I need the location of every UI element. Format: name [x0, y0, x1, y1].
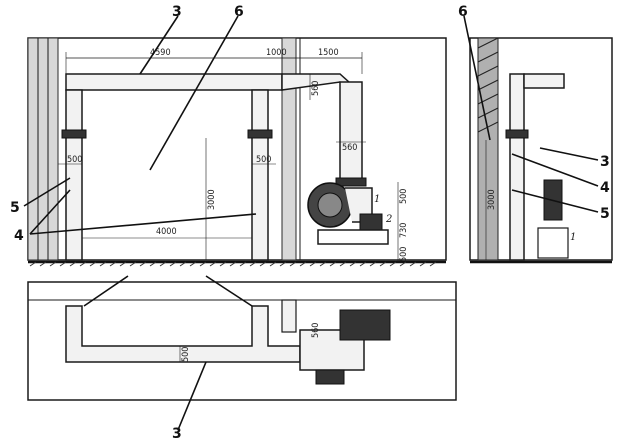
- plan-motor: [339, 309, 391, 341]
- fan-riser-duct: [339, 81, 363, 183]
- right-duct-collar: [247, 129, 273, 139]
- right-vertical-duct: [251, 89, 269, 261]
- riser-collar: [335, 177, 367, 187]
- callout-6-side: 6: [458, 4, 468, 20]
- side-fan-base: [537, 227, 569, 259]
- plan-view: 500 560: [27, 281, 457, 401]
- callout-5-side: 5: [600, 206, 610, 222]
- dim-500-fan: 500: [399, 189, 409, 204]
- annot-2-motor: 2: [385, 214, 392, 225]
- plan-outline: [27, 281, 457, 401]
- callout-4-side: 4: [600, 180, 610, 196]
- plan-duct: [65, 305, 301, 363]
- dim-3000-side: 3000: [487, 189, 497, 210]
- callout-4-left: 4: [14, 228, 24, 244]
- dim-560-mid: 560: [342, 143, 357, 153]
- elevation-view: 4590 1000 1500 560 560 500 500 3000 4000…: [27, 37, 447, 267]
- callout-leaders: [23, 15, 599, 431]
- dim-500-plan: 500: [181, 347, 191, 362]
- dim-3000-main: 3000: [207, 189, 217, 210]
- fan-impeller: [317, 192, 343, 218]
- plan-fan-foot: [315, 369, 345, 385]
- fan-base: [317, 229, 389, 245]
- dim-730: 730: [399, 223, 409, 238]
- dim-1500: 1500: [318, 48, 339, 58]
- callout-3-side: 3: [600, 154, 610, 170]
- callout-6-main: 6: [234, 4, 244, 20]
- dim-500-left: 500: [67, 155, 82, 165]
- dim-560-plan: 560: [311, 323, 321, 338]
- callout-5-left: 5: [10, 200, 20, 216]
- side-hatched-wall: [477, 37, 499, 261]
- side-section-view: 3000 1: [469, 37, 613, 264]
- side-duct-top: [523, 73, 565, 89]
- callout-3-bottom: 3: [172, 426, 182, 442]
- building-outline: [27, 37, 447, 261]
- dim-1000: 1000: [266, 48, 287, 58]
- partition-wall: [281, 37, 297, 261]
- motor: [359, 213, 383, 231]
- dim-560-top: 560: [311, 81, 321, 96]
- dim-500-floor: 500: [399, 247, 409, 262]
- side-duct-vertical: [509, 73, 525, 261]
- left-wall: [27, 37, 59, 261]
- left-vertical-duct: [65, 89, 83, 261]
- top-duct: [65, 73, 283, 91]
- callout-3-top: 3: [172, 4, 182, 20]
- side-collar: [505, 129, 529, 139]
- annot-1-side: 1: [570, 232, 576, 243]
- dim-500-right: 500: [256, 155, 271, 165]
- annot-1-fan: 1: [374, 194, 380, 205]
- plan-riser: [281, 299, 297, 333]
- dim-4000: 4000: [156, 227, 177, 237]
- dim-4590: 4590: [150, 48, 171, 58]
- side-outline: [469, 37, 613, 261]
- left-duct-collar: [61, 129, 87, 139]
